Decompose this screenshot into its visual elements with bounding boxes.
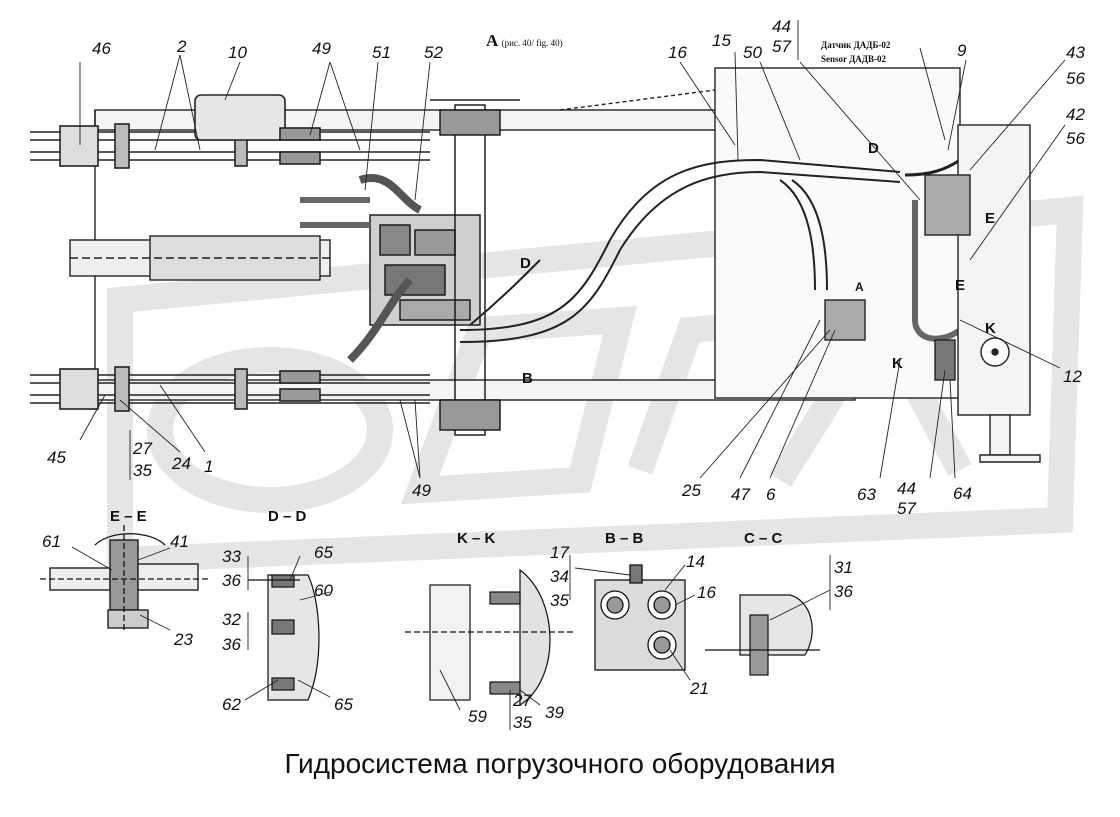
section-d-d-drawing: [248, 574, 320, 701]
callout-33: 33: [222, 547, 241, 566]
callout-63: 63: [857, 485, 876, 504]
callout-39: 39: [545, 703, 564, 722]
callout-61: 61: [42, 532, 61, 551]
section-title-d-d: D – D: [268, 508, 307, 525]
cylinder: [69, 235, 331, 281]
callout-32: 32: [222, 610, 241, 629]
view-a-label: A (рис. 40/ fig. 40): [486, 31, 563, 51]
callout-15: 15: [712, 31, 731, 50]
callout-1: 1: [204, 457, 214, 476]
section-title-k-k: K – K: [457, 530, 496, 547]
callout-52: 52: [424, 43, 443, 62]
diagram-caption: Гидросистема погрузочного оборудования: [284, 748, 836, 779]
callout-49-bottom: 49: [412, 481, 431, 500]
section-e-e-drawing: [40, 525, 210, 630]
section-b-b-drawing: [594, 564, 686, 671]
callout-6: 6: [766, 485, 776, 504]
mark-k-left: K: [892, 355, 903, 372]
callout-2: 2: [177, 37, 187, 56]
callout-21: 21: [690, 679, 709, 698]
callout-41: 41: [170, 532, 189, 551]
section-title-b-b: B – B: [605, 530, 644, 547]
callout-43: 43: [1066, 43, 1085, 62]
callout-44-top: 44: [772, 17, 791, 36]
callout-35-a: 35: [133, 461, 152, 480]
callout-36-c: 36: [834, 582, 853, 601]
right-mast: [824, 124, 1041, 463]
callout-9: 9: [957, 41, 967, 60]
callout-35-b: 35: [513, 713, 532, 732]
callout-36-b: 36: [222, 635, 241, 654]
valve-block: [300, 104, 501, 436]
callout-59: 59: [468, 707, 487, 726]
callout-62: 62: [222, 695, 241, 714]
callout-65-a: 65: [314, 543, 333, 562]
callout-50: 50: [743, 43, 762, 62]
section-k-k-drawing: [405, 568, 575, 707]
callout-27-b: 27: [513, 691, 532, 710]
callout-56-b: 56: [1066, 129, 1085, 148]
callout-47: 47: [731, 485, 750, 504]
callout-16-top: 16: [668, 43, 687, 62]
callout-60: 60: [314, 581, 333, 600]
callout-51: 51: [372, 43, 391, 62]
callout-24: 24: [172, 454, 191, 473]
callout-49-top: 49: [312, 39, 331, 58]
callout-34: 34: [550, 567, 569, 586]
callout-64: 64: [953, 484, 972, 503]
callout-31: 31: [834, 558, 853, 577]
callout-10: 10: [228, 43, 247, 62]
callout-12: 12: [1063, 367, 1082, 386]
mark-e-upper: E: [985, 210, 996, 227]
mark-k-right: K: [985, 320, 996, 337]
upper-tubes: [30, 94, 430, 169]
callout-44-bottom: 44: [897, 479, 916, 498]
callout-35-c: 35: [550, 591, 569, 610]
mark-b: B: [522, 370, 533, 387]
mark-d-top: D: [868, 140, 879, 157]
section-title-c-c: C – C: [744, 530, 783, 547]
callout-57-top: 57: [772, 37, 791, 56]
view-a-ref: (рис. 40/ fig. 40): [501, 38, 563, 48]
section-c-c-drawing: [705, 594, 820, 676]
mark-d-mid: D: [520, 255, 531, 272]
section-title-e-e: E – E: [110, 508, 147, 525]
callout-27-a: 27: [133, 439, 152, 458]
lower-tubes: [30, 366, 430, 412]
mark-a: A: [855, 280, 864, 294]
callout-45: 45: [47, 448, 66, 467]
callout-25: 25: [682, 481, 701, 500]
mark-e-lower: E: [955, 277, 966, 294]
callout-23: 23: [174, 630, 193, 649]
callout-42: 42: [1066, 105, 1085, 124]
callout-65-b: 65: [334, 695, 353, 714]
callout-14: 14: [686, 552, 705, 571]
callout-46: 46: [92, 39, 111, 58]
callout-57-bottom: 57: [897, 499, 916, 518]
callout-36-a: 36: [222, 571, 241, 590]
callout-17: 17: [550, 543, 569, 562]
section-leaders: [71, 546, 831, 730]
leader-lines: [79, 20, 1066, 480]
sensor-en-label: Sensor ДАДВ-02: [821, 54, 886, 64]
callout-16-bottom: 16: [697, 583, 716, 602]
callout-56-a: 56: [1066, 69, 1085, 88]
view-a-letter: A: [486, 31, 498, 50]
sensor-ru-label: Датчик ДАДБ-02: [821, 40, 891, 50]
